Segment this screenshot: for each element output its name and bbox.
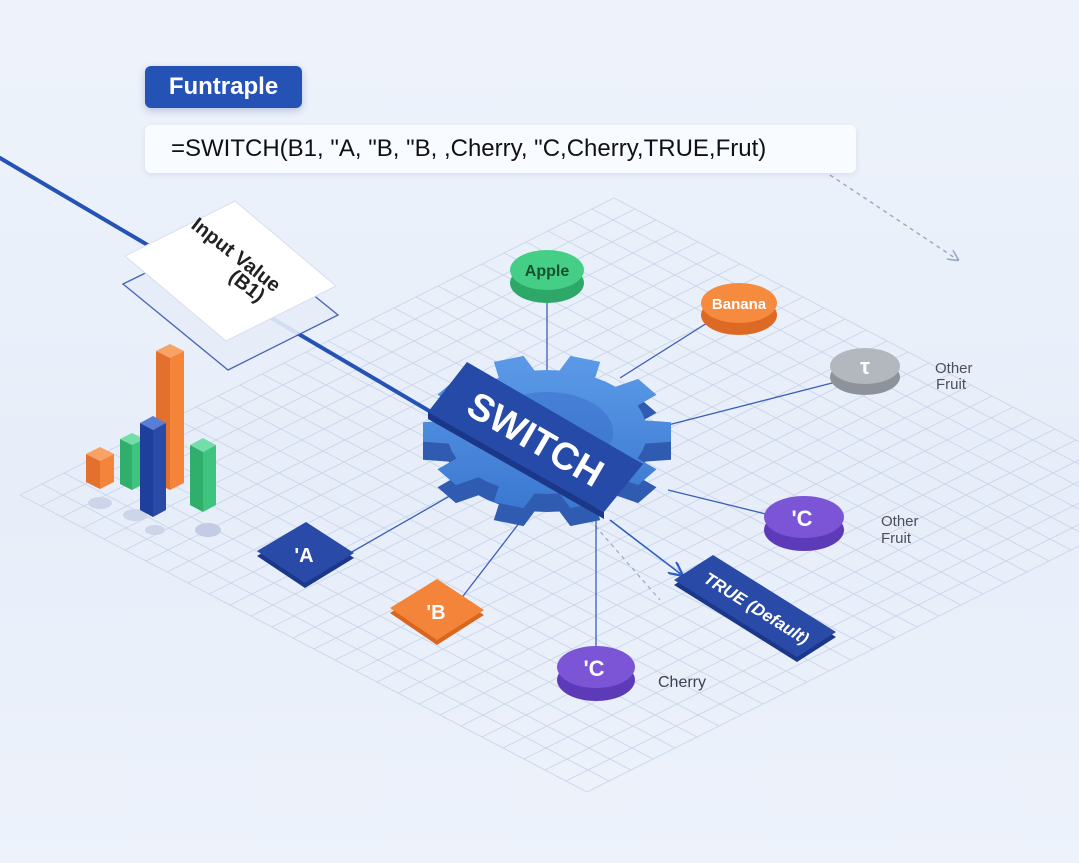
c-right-node <box>764 496 844 551</box>
grid-line <box>439 417 1035 716</box>
dashed-arrow-top <box>829 174 958 260</box>
formula-bar: =SWITCH(B1, "A, "B, "B, ,Cherry, "C,Cher… <box>145 125 856 173</box>
grid-line <box>459 274 1028 573</box>
grid-line <box>393 307 962 606</box>
c-right-label: 'C <box>791 506 812 531</box>
grid-line <box>19 494 588 793</box>
case-a-label: 'A <box>294 545 313 567</box>
grid-line <box>41 483 610 782</box>
grid-line <box>525 241 1079 533</box>
other-fruit-top-glyph: τ <box>860 354 870 379</box>
other-fruit-top-label-line2: Fruit <box>936 376 967 393</box>
grid-line <box>85 461 654 760</box>
case-b-node <box>390 579 484 645</box>
case-b-label: 'B <box>426 602 445 624</box>
case-a-node <box>257 522 354 588</box>
input-value-card <box>121 200 340 371</box>
grid-line <box>437 285 1006 584</box>
other-fruit-top-node <box>830 348 900 395</box>
apple-node <box>510 250 584 303</box>
grid-line <box>418 406 1014 705</box>
grid-line <box>397 395 993 694</box>
other-fruit-top-label-line1: Other <box>935 360 973 377</box>
grid-line <box>415 296 984 595</box>
c-bottom-label: 'C <box>583 656 604 681</box>
apple-label: Apple <box>525 263 570 280</box>
grid-line <box>63 472 632 771</box>
switch-band <box>428 362 643 519</box>
page-title: Funtraple <box>145 66 302 108</box>
grid-line <box>239 384 808 683</box>
grid-line <box>124 252 720 551</box>
grid-line <box>544 502 1079 771</box>
other-fruit-right-label-line2: Fruit <box>881 530 912 547</box>
banana-label: Banana <box>712 296 767 313</box>
grid-line <box>565 523 1079 782</box>
c-bottom-node <box>557 646 635 701</box>
grid-line <box>376 384 972 683</box>
bar-chart-icon <box>86 344 221 537</box>
banana-node <box>701 283 777 335</box>
grid-line <box>173 417 742 716</box>
other-fruit-right-label-line1: Other <box>881 513 919 530</box>
grid-line <box>503 252 1072 551</box>
cherry-label: Cherry <box>658 674 706 691</box>
default-arrow <box>609 519 682 575</box>
connector-lines <box>349 292 837 648</box>
grid-line <box>217 395 786 694</box>
grid-line <box>523 480 1079 760</box>
default-node <box>674 555 836 662</box>
grid-line <box>481 263 1050 562</box>
grid-line <box>195 406 764 705</box>
grid-line <box>586 545 1079 793</box>
dashed-guide-bottom <box>589 519 661 601</box>
grid-line <box>613 197 1079 443</box>
